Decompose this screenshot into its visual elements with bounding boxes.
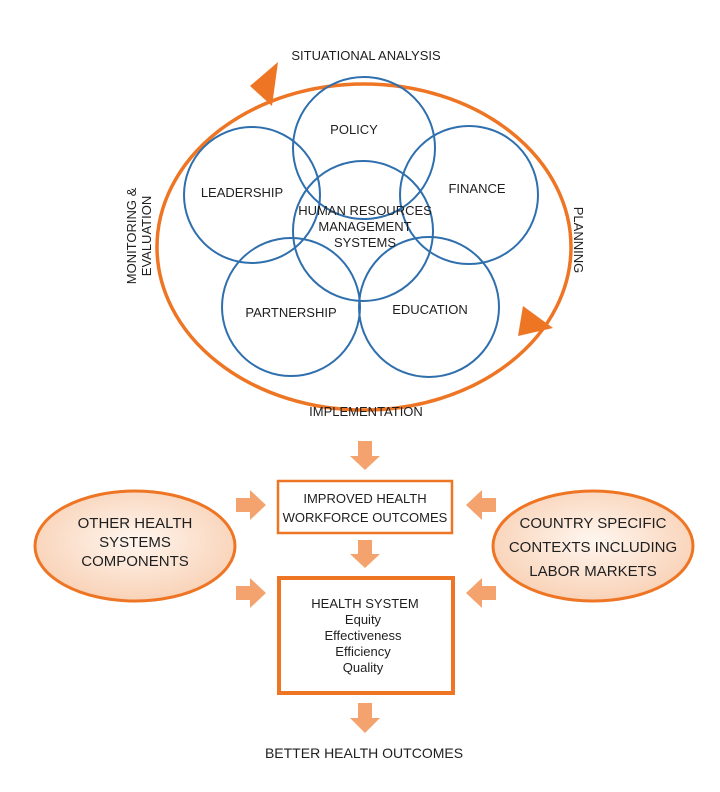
improved-outcomes-box	[276, 479, 454, 535]
center-label-line1: HUMAN RESOURCES	[298, 203, 432, 218]
leadership-circle	[183, 126, 321, 264]
arrow-left-to-outcomes	[466, 490, 496, 520]
arrow-left-to-health-system	[466, 578, 496, 608]
outcomes-line1: IMPROVED HEALTH	[303, 491, 426, 506]
arrow-down-to-outcomes	[350, 441, 380, 470]
health-system-item-equity: Equity	[345, 612, 382, 627]
leadership-label: LEADERSHIP	[201, 185, 283, 200]
other-components-oval	[33, 489, 237, 603]
left-oval-line2: SYSTEMS	[99, 534, 171, 551]
country-context-oval	[491, 489, 695, 603]
left-oval-line1: OTHER HEALTH	[78, 515, 193, 532]
arrow-down-to-better-outcomes	[350, 703, 380, 733]
health-system-item-quality: Quality	[343, 660, 384, 675]
health-system-item-effectiveness: Effectiveness	[324, 628, 402, 643]
better-health-outcomes-label: BETTER HEALTH OUTCOMES	[265, 745, 463, 761]
arrow-right-to-outcomes	[236, 490, 266, 520]
policy-circle	[292, 76, 436, 220]
partnership-label: PARTNERSHIP	[245, 305, 336, 320]
cycle-arrowhead-top-left	[250, 62, 278, 106]
health-system-box	[277, 576, 455, 695]
arrow-right-to-health-system	[236, 578, 266, 608]
monitoring-label-line2: EVALUATION	[139, 196, 154, 276]
education-label: EDUCATION	[392, 302, 468, 317]
outcomes-line2: WORKFORCE OUTCOMES	[283, 510, 448, 525]
cycle-ellipse	[155, 82, 573, 412]
arrow-down-to-health-system	[350, 540, 380, 568]
right-oval-line2: CONTEXTS INCLUDING	[509, 539, 677, 556]
planning-label: PLANNING	[571, 207, 586, 273]
finance-label: FINANCE	[448, 181, 505, 196]
finance-circle	[399, 125, 539, 265]
cycle-arrowhead-right	[518, 306, 553, 336]
implementation-label: IMPLEMENTATION	[309, 404, 423, 419]
policy-label: POLICY	[330, 122, 378, 137]
left-oval-line3: COMPONENTS	[81, 553, 189, 570]
center-label-line2: MANAGEMENT	[318, 219, 411, 234]
center-label-line3: SYSTEMS	[334, 235, 396, 250]
education-circle	[358, 236, 500, 378]
health-system-title: HEALTH SYSTEM	[311, 596, 418, 611]
monitoring-label-line1: MONITORING &	[124, 187, 139, 284]
monitoring-evaluation-label: MONITORING & EVALUATION	[124, 187, 154, 284]
situational-analysis-label: SITUATIONAL ANALYSIS	[291, 48, 441, 63]
right-oval-line3: LABOR MARKETS	[529, 563, 657, 580]
hrms-center-circle	[292, 160, 434, 302]
right-oval-line1: COUNTRY SPECIFIC	[520, 515, 667, 532]
health-system-item-efficiency: Efficiency	[335, 644, 391, 659]
